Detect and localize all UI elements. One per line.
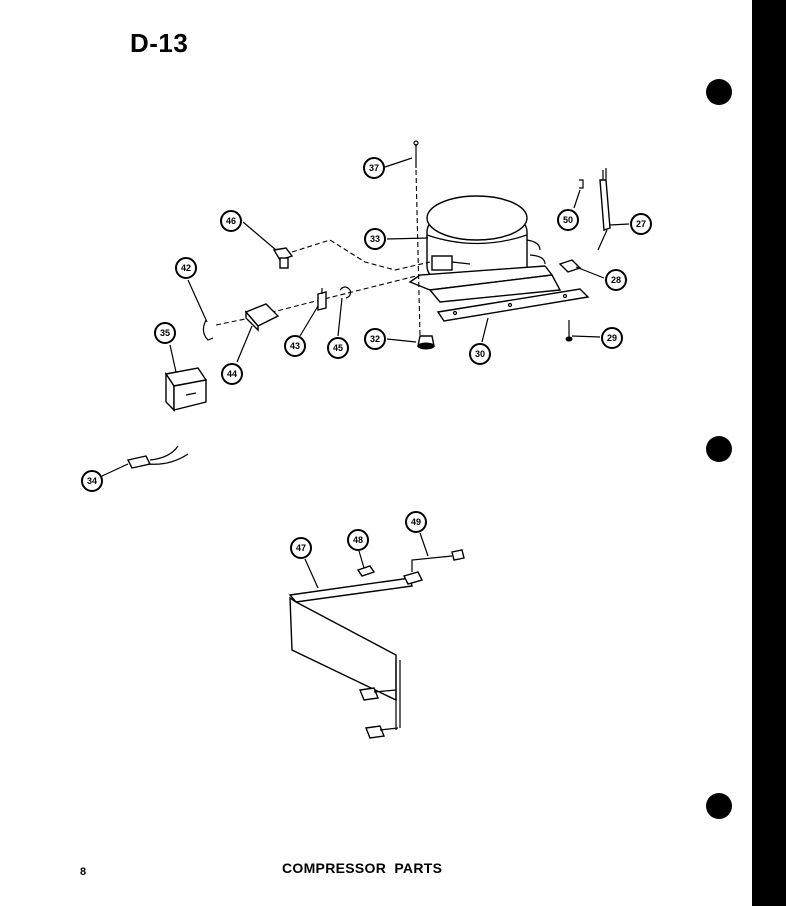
relay-bracket	[272, 239, 431, 271]
punch-hole-middle	[706, 436, 732, 462]
callout-32: 32	[364, 328, 386, 350]
callout-44: 44	[221, 363, 243, 385]
diagram-caption: COMPRESSOR PARTS	[282, 860, 443, 876]
callout-46: 46	[220, 210, 242, 232]
binder-strip	[752, 0, 786, 906]
leader-lines	[101, 157, 630, 589]
svg-text:27: 27	[636, 219, 646, 229]
terminal-cover	[164, 367, 208, 412]
callout-35: 35	[154, 322, 176, 344]
callout-28: 28	[605, 269, 627, 291]
svg-text:28: 28	[611, 275, 621, 285]
page-number: 8	[80, 866, 87, 878]
svg-text:45: 45	[333, 343, 343, 353]
svg-text:44: 44	[227, 369, 237, 379]
retaining-clip	[579, 179, 584, 189]
callout-49: 49	[405, 511, 427, 533]
assembly-axis	[215, 274, 421, 326]
callout-29: 29	[601, 327, 623, 349]
punch-hole-bottom	[706, 793, 732, 819]
svg-text:30: 30	[475, 349, 485, 359]
grommet	[417, 335, 435, 350]
terminal-clip	[339, 286, 352, 299]
bolt	[413, 140, 421, 336]
svg-text:35: 35	[160, 328, 170, 338]
callout-33: 33	[364, 228, 386, 250]
callout-48: 48	[347, 529, 369, 551]
callout-30: 30	[469, 343, 491, 365]
svg-text:48: 48	[353, 535, 363, 545]
svg-text:43: 43	[290, 341, 300, 351]
callout-43: 43	[284, 335, 306, 357]
relay	[244, 303, 280, 332]
svg-text:50: 50	[563, 215, 573, 225]
svg-text:47: 47	[296, 543, 306, 553]
harness-connector	[356, 565, 376, 577]
svg-text:37: 37	[369, 163, 379, 173]
callout-37: 37	[363, 157, 385, 179]
harness-lead	[402, 549, 465, 585]
svg-text:42: 42	[181, 263, 191, 273]
callout-42: 42	[175, 257, 197, 279]
svg-text:33: 33	[370, 234, 380, 244]
screw	[565, 320, 573, 342]
callout-34: 34	[81, 470, 103, 492]
callout-45: 45	[327, 337, 349, 359]
punch-hole-top	[706, 79, 732, 105]
svg-text:34: 34	[87, 476, 97, 486]
svg-text:29: 29	[607, 333, 617, 343]
overload-protector	[317, 288, 327, 311]
callout-47: 47	[290, 537, 312, 559]
callout-27: 27	[630, 213, 652, 235]
svg-text:49: 49	[411, 517, 421, 527]
clip	[558, 259, 582, 273]
svg-text:46: 46	[226, 216, 236, 226]
callout-50: 50	[557, 209, 579, 231]
spring-clip	[202, 319, 214, 341]
sensor-tube	[597, 168, 611, 251]
page-code: D-13	[130, 28, 189, 58]
power-cord	[126, 445, 189, 469]
mounting-rail	[436, 288, 590, 322]
svg-text:32: 32	[370, 334, 380, 344]
compressor	[426, 195, 546, 281]
wiring-harness	[288, 577, 413, 739]
